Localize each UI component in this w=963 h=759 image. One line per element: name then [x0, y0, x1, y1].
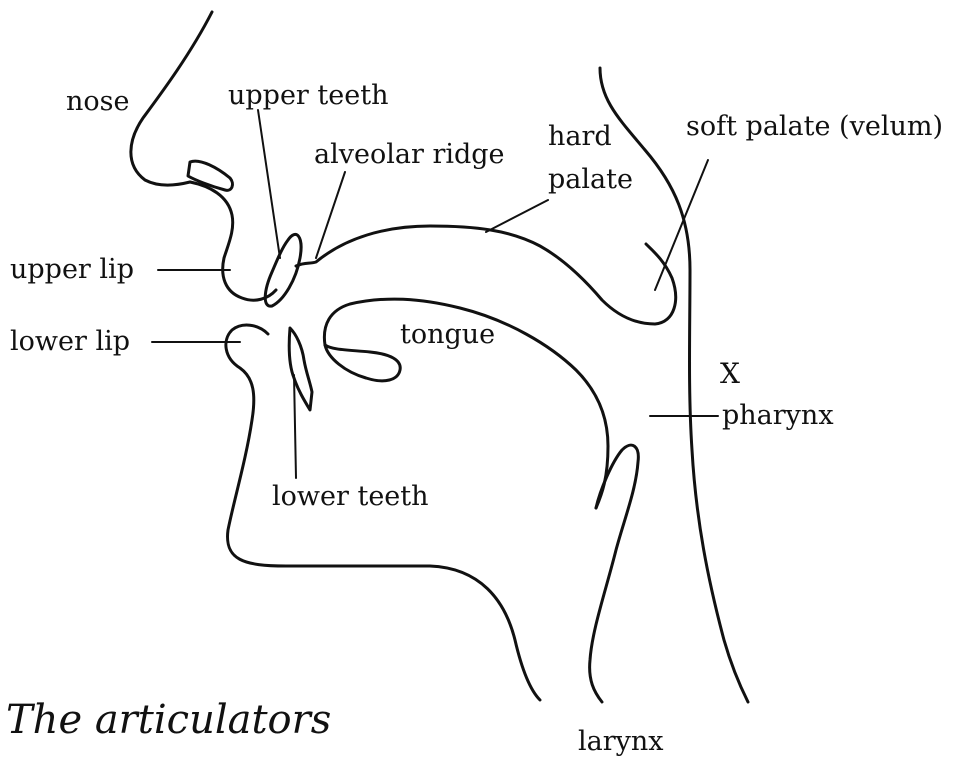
label-x-mark: X — [720, 357, 740, 390]
soft-palate-leader — [655, 160, 708, 290]
nostril-outline — [188, 161, 232, 190]
upper-lip-outline — [190, 182, 276, 300]
label-alveolar-ridge: alveolar ridge — [314, 139, 505, 170]
diagram-caption: The articulators — [6, 697, 331, 743]
label-soft-palate: soft palate (velum) — [686, 111, 943, 142]
epiglottis-outline — [590, 445, 639, 702]
label-larynx: larynx — [578, 726, 664, 757]
lower-teeth-outline — [289, 328, 312, 410]
label-upper-teeth: upper teeth — [228, 80, 388, 111]
palate-outline — [296, 226, 676, 324]
label-lower-lip: lower lip — [10, 326, 130, 357]
nose-outline — [131, 12, 212, 185]
tongue-tip-outline — [325, 345, 400, 381]
upper-teeth-leader — [258, 110, 280, 258]
label-upper-lip: upper lip — [10, 254, 134, 285]
lower-teeth-leader — [294, 375, 296, 478]
label-nose: nose — [66, 86, 129, 117]
label-lower-teeth: lower teeth — [272, 481, 429, 512]
label-hard-palate-line2: palate — [548, 164, 633, 195]
label-pharynx: pharynx — [722, 400, 834, 431]
label-hard-palate-line1: hard — [548, 121, 612, 152]
hard-palate-leader — [486, 200, 548, 232]
label-tongue: tongue — [400, 319, 495, 350]
